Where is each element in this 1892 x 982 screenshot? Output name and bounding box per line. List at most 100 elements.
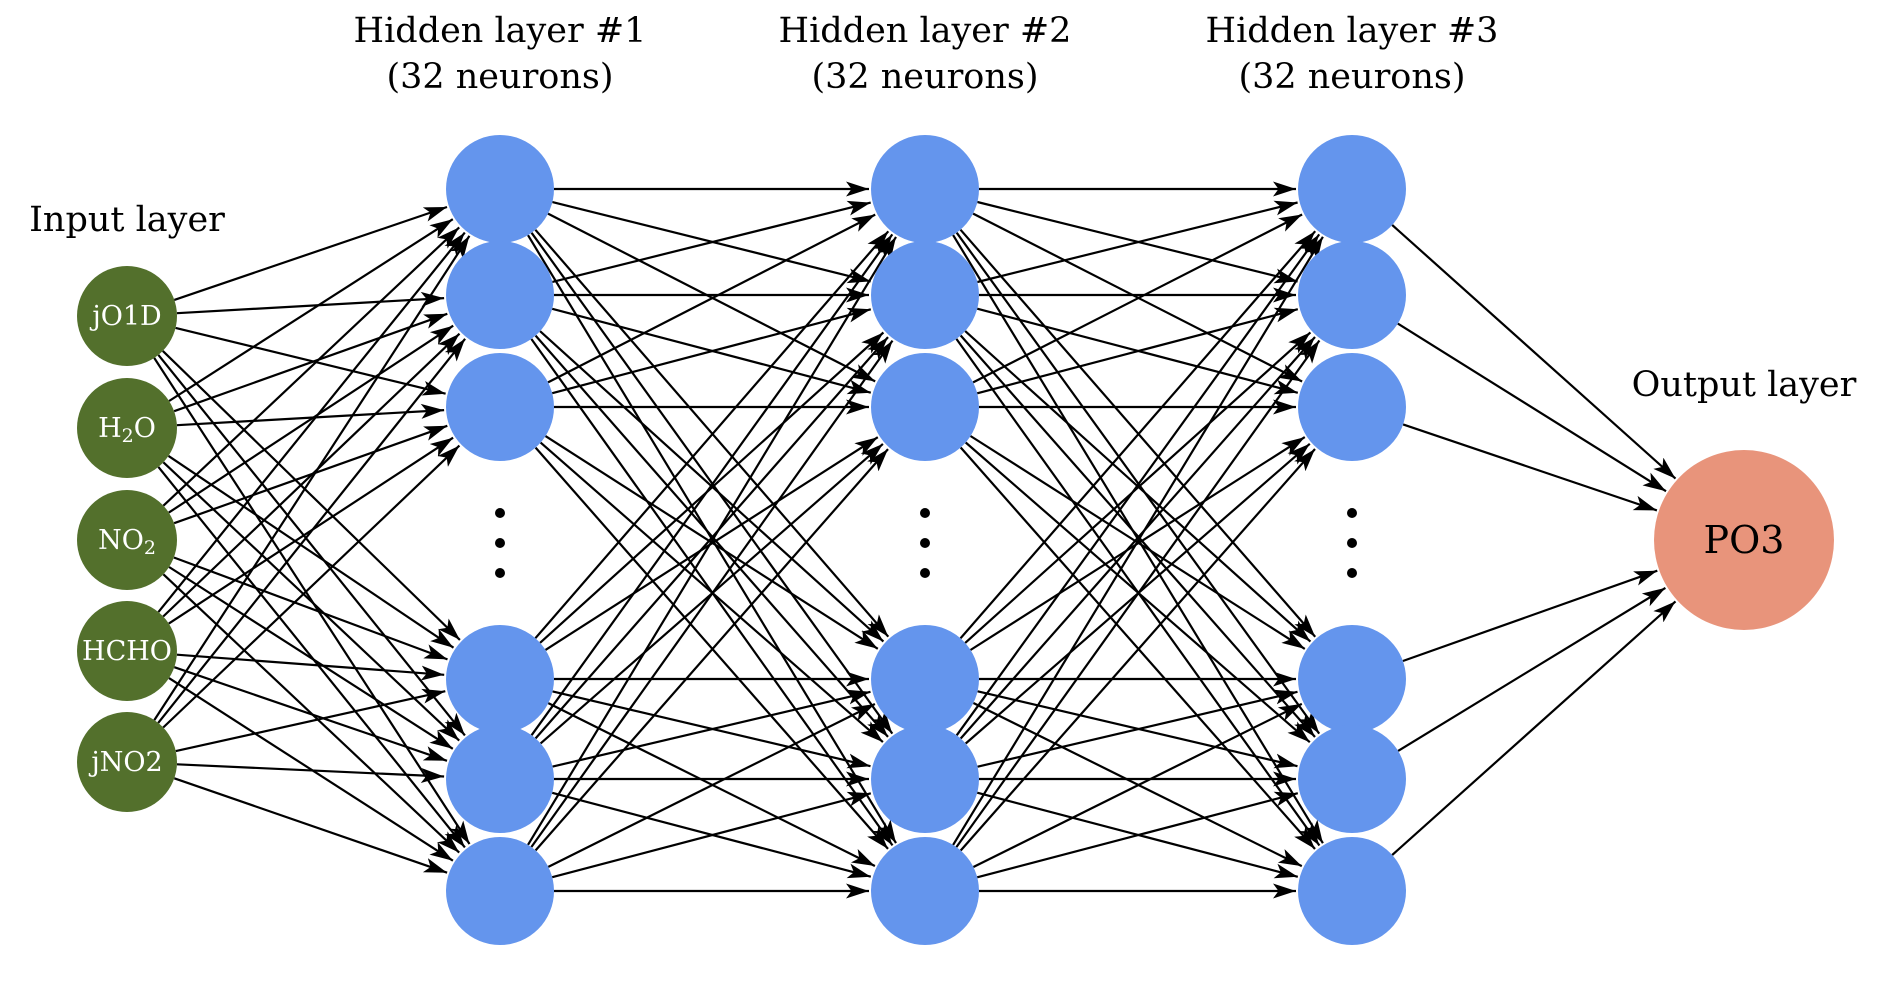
connection-edge bbox=[162, 226, 460, 507]
connection-edge bbox=[1402, 569, 1658, 663]
hidden-layer-1-node-1 bbox=[446, 241, 554, 349]
input-node-label-jO1D: jO1D bbox=[89, 301, 161, 332]
hidden-layer-2-node-2 bbox=[871, 353, 979, 461]
hidden-layer-1-node-4 bbox=[446, 725, 554, 833]
hidden-layer-2-node-0 bbox=[871, 135, 979, 243]
connection-edge bbox=[972, 213, 1303, 384]
connection-edge bbox=[534, 448, 889, 852]
connection-edge bbox=[527, 236, 897, 846]
input-node-jO1D bbox=[77, 266, 177, 366]
input-node-H2O bbox=[77, 378, 177, 478]
hidden-layer-3-node-5 bbox=[1298, 837, 1406, 945]
connection-edge bbox=[1397, 322, 1667, 493]
connection-edge bbox=[547, 213, 876, 384]
hidden-layer-3-node-2 bbox=[1298, 353, 1406, 461]
output-layer-label: Output layer bbox=[1631, 365, 1857, 405]
connection-edge bbox=[176, 403, 445, 427]
hidden-layer-2-title: Hidden layer #2 (32 neurons) bbox=[705, 8, 1145, 100]
output-node bbox=[1654, 450, 1834, 630]
edges-group bbox=[153, 181, 1677, 899]
connection-edge bbox=[1391, 600, 1677, 856]
connection-edge bbox=[153, 235, 471, 721]
connection-edge bbox=[964, 331, 1312, 644]
connection-edge bbox=[551, 791, 872, 879]
connection-edge bbox=[977, 200, 1298, 284]
input-layer-label: Input layer bbox=[29, 200, 225, 240]
connection-edge bbox=[162, 332, 461, 618]
connection-edge bbox=[168, 324, 454, 514]
connection-edge bbox=[176, 763, 445, 783]
connection-edge bbox=[162, 350, 461, 641]
connection-edge bbox=[157, 231, 466, 613]
ellipsis-dot bbox=[920, 538, 930, 548]
hidden-layer-1-node-2 bbox=[446, 353, 554, 461]
connection-edge bbox=[1397, 586, 1666, 752]
connection-edge bbox=[168, 218, 454, 402]
input-node-HCHO bbox=[77, 601, 177, 701]
connection-edge bbox=[162, 444, 461, 729]
ellipsis-group bbox=[495, 508, 1357, 578]
hidden-layer-1-node-3 bbox=[446, 625, 554, 733]
hidden-layer-2-node-3 bbox=[871, 625, 979, 733]
ellipsis-dot bbox=[920, 568, 930, 578]
connection-edge bbox=[952, 236, 1324, 846]
connection-edge bbox=[530, 339, 894, 848]
connection-edge bbox=[547, 703, 876, 868]
input-node-label-HCHO: HCHO bbox=[82, 636, 172, 667]
ellipsis-dot bbox=[495, 568, 505, 578]
connection-edge bbox=[1402, 423, 1658, 512]
connection-edge bbox=[969, 436, 1306, 651]
hidden-layer-1-title-line1: Hidden layer #1 bbox=[353, 11, 647, 51]
connection-edge bbox=[1391, 224, 1677, 480]
connection-edge bbox=[552, 200, 871, 283]
connection-edge bbox=[173, 777, 448, 874]
nodes-group bbox=[77, 135, 1834, 945]
connection-edge bbox=[173, 666, 448, 762]
connection-edge bbox=[551, 307, 872, 395]
input-node-NO2 bbox=[77, 490, 177, 590]
hidden-layer-3-title-line1: Hidden layer #3 bbox=[1205, 11, 1499, 51]
connection-edge bbox=[176, 291, 445, 315]
connection-edge bbox=[175, 688, 446, 753]
input-node-label-H2O: H2O bbox=[98, 413, 156, 448]
connection-edge bbox=[173, 312, 448, 413]
hidden-layer-3-node-0 bbox=[1298, 135, 1406, 243]
input-node-jNO2 bbox=[77, 712, 177, 812]
hidden-layer-2-node-4 bbox=[871, 725, 979, 833]
connection-edge bbox=[959, 448, 1316, 852]
ellipsis-dot bbox=[1347, 568, 1357, 578]
ellipsis-dot bbox=[1347, 538, 1357, 548]
connection-edge bbox=[976, 791, 1299, 879]
connection-edge bbox=[534, 336, 889, 740]
hidden-layer-3-title: Hidden layer #3 (32 neurons) bbox=[1132, 8, 1572, 100]
connection-edge bbox=[972, 702, 1303, 868]
hidden-layer-3-node-1 bbox=[1298, 241, 1406, 349]
connection-edge bbox=[167, 454, 455, 649]
input-node-label-NO2: NO2 bbox=[98, 525, 156, 560]
ellipsis-dot bbox=[495, 508, 505, 518]
connection-edge bbox=[530, 233, 894, 736]
hidden-layer-3-title-line2: (32 neurons) bbox=[1238, 57, 1466, 98]
ellipsis-dot bbox=[495, 538, 505, 548]
hidden-layer-2-node-5 bbox=[871, 837, 979, 945]
hidden-layer-1-title-line2: (32 neurons) bbox=[386, 57, 614, 98]
connection-edge bbox=[176, 653, 445, 681]
hidden-layer-2-node-1 bbox=[871, 241, 979, 349]
connection-edge bbox=[959, 230, 1317, 640]
hidden-layer-1-node-5 bbox=[446, 837, 554, 945]
hidden-layer-1-node-0 bbox=[446, 135, 554, 243]
connection-edge bbox=[959, 336, 1316, 740]
connection-edge bbox=[534, 230, 890, 639]
connection-edge bbox=[173, 556, 448, 661]
hidden-layer-3-node-4 bbox=[1298, 725, 1406, 833]
connection-edge bbox=[168, 566, 454, 750]
output-node-label: PO3 bbox=[1704, 518, 1785, 562]
connection-edge bbox=[977, 689, 1298, 768]
input-node-label-jNO2: jNO2 bbox=[88, 747, 162, 778]
connection-edge bbox=[976, 307, 1299, 395]
connection-edge bbox=[539, 331, 885, 644]
hidden-layer-2-title-line1: Hidden layer #2 bbox=[778, 11, 1072, 51]
